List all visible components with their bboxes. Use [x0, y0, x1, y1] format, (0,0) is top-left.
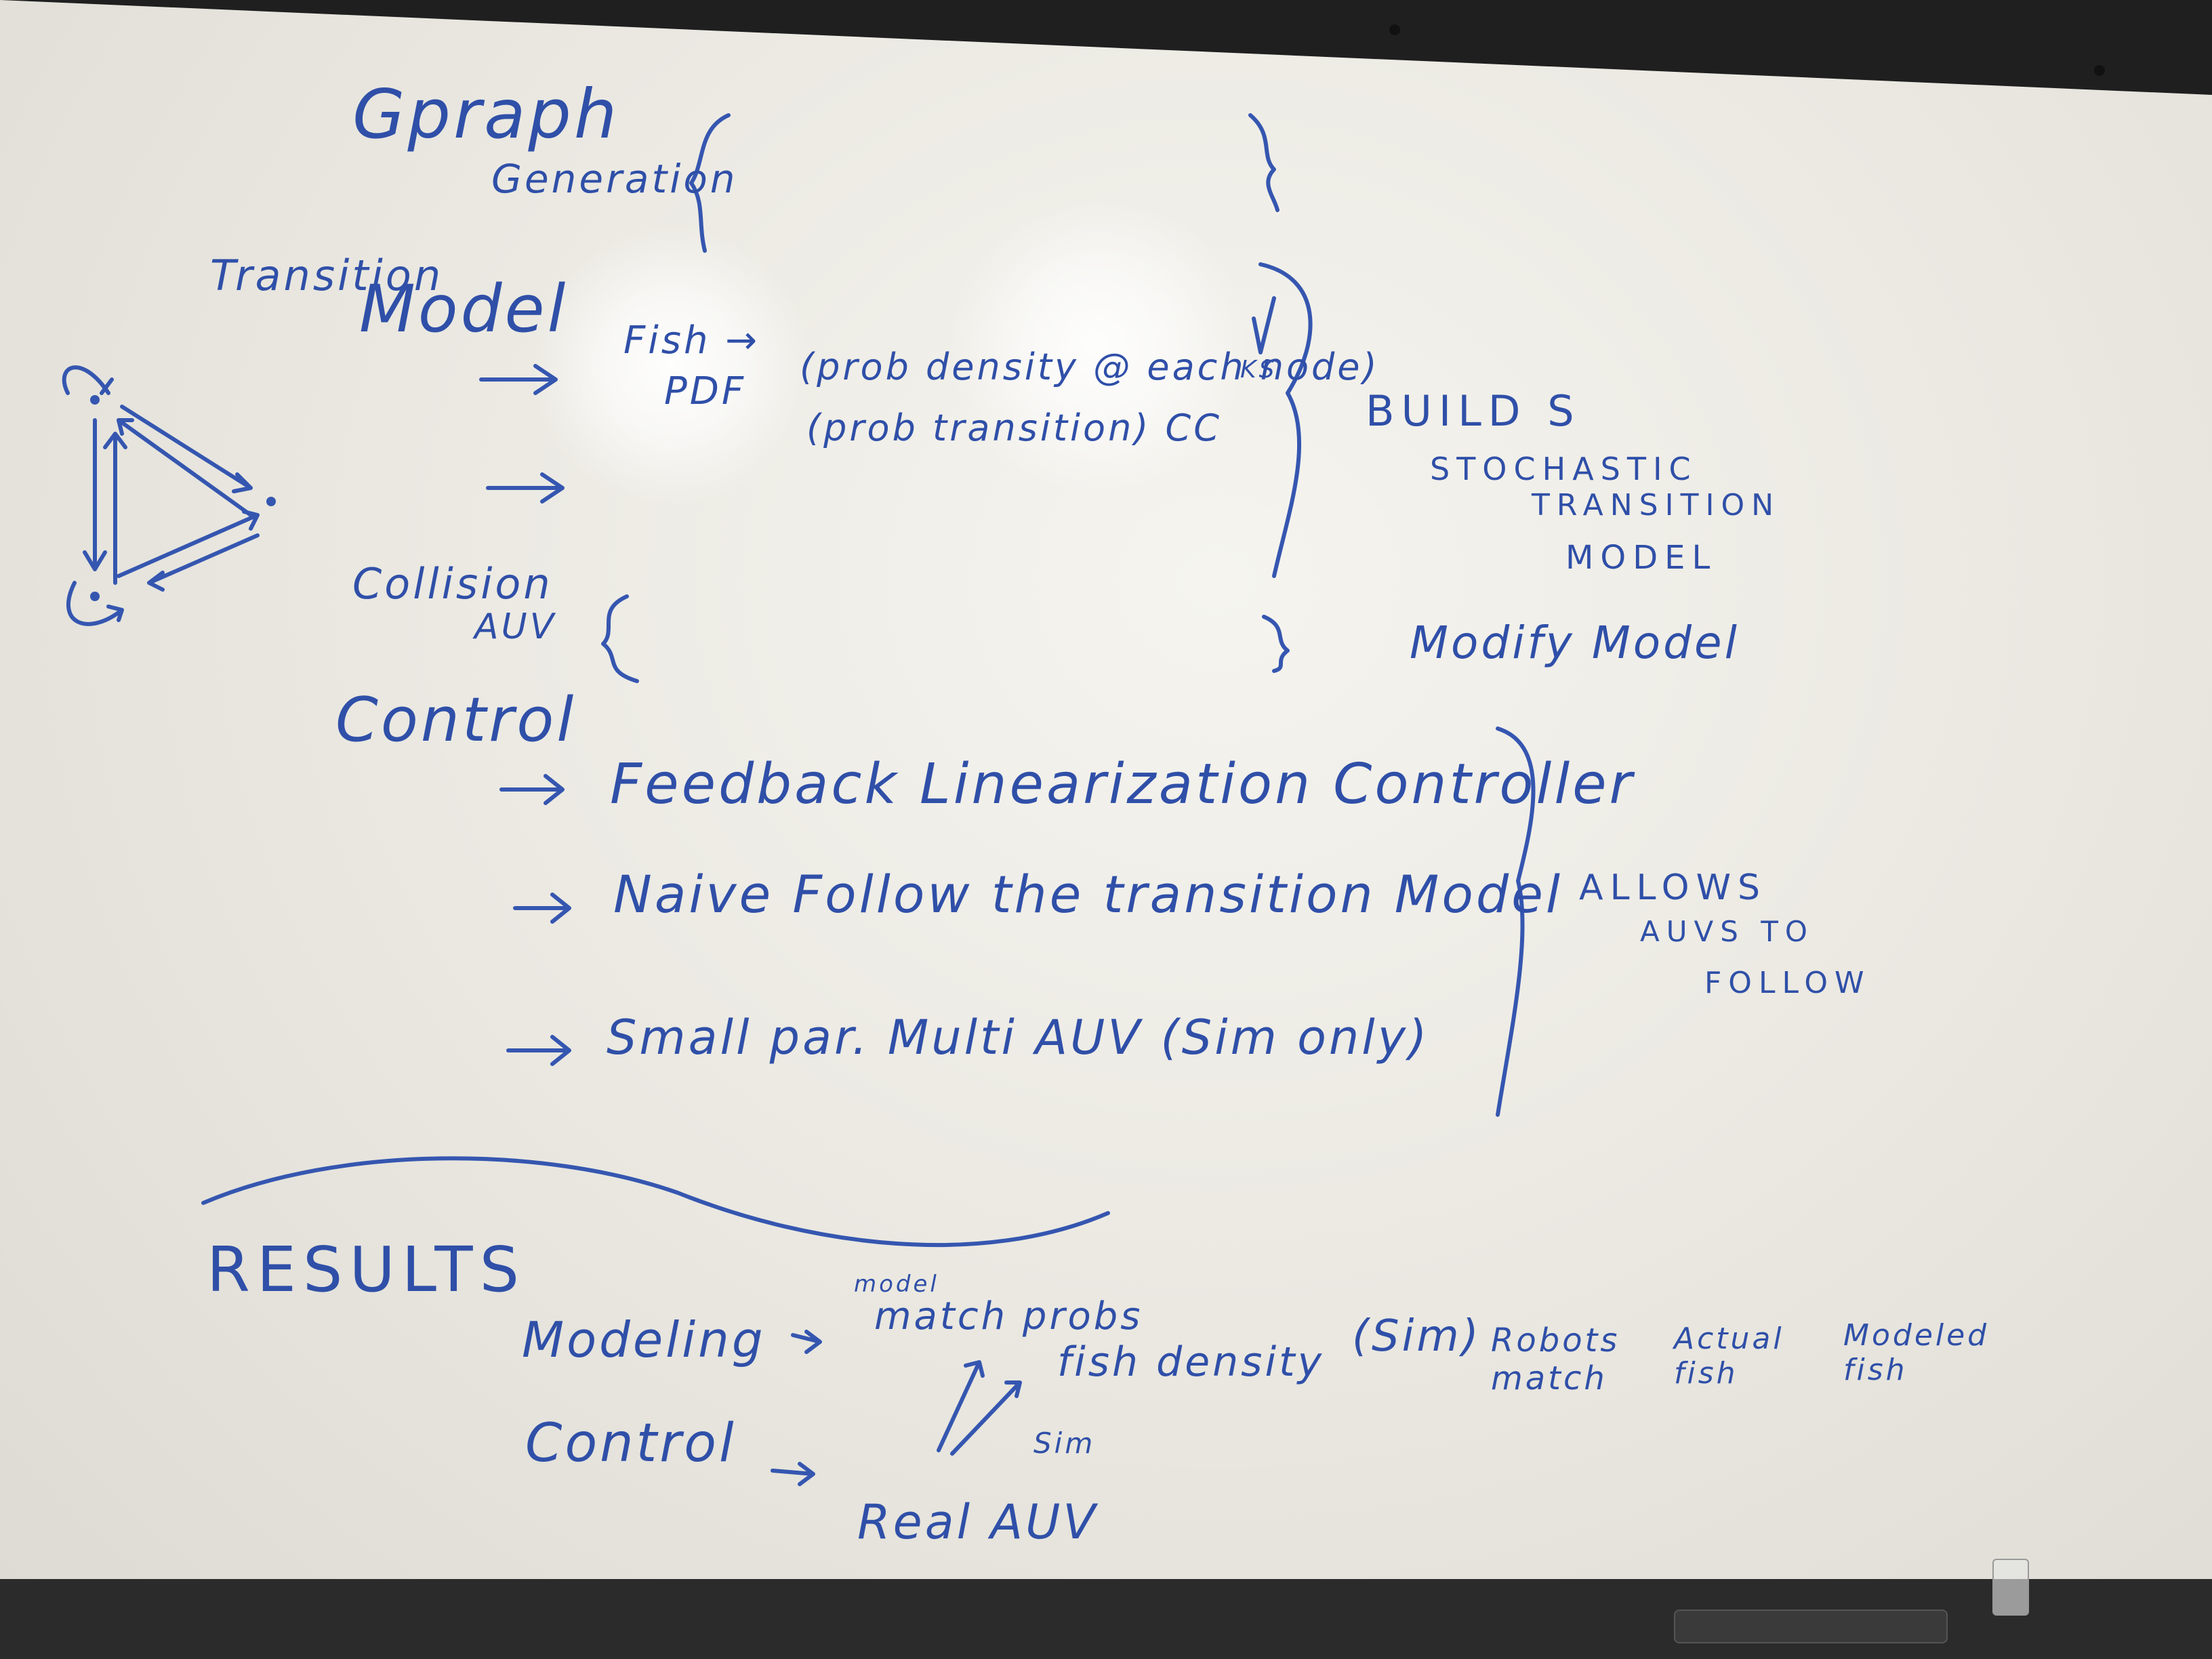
- collision-heading: Collision: [352, 559, 553, 609]
- auv-label: AUV: [474, 607, 557, 647]
- real-auv-text: Real AUV: [857, 1494, 1099, 1550]
- pdf-label: PDF: [664, 369, 747, 413]
- dry-erase-marker[interactable]: [1674, 1610, 1948, 1643]
- generation-heading: Generation: [491, 156, 738, 202]
- fish-label: Fish →: [623, 319, 760, 363]
- allows-text: ALLOWS: [1579, 867, 1767, 908]
- actual-fish-text: Actual fish: [1674, 1322, 1784, 1391]
- model-caps-text: MODEL: [1565, 539, 1717, 577]
- light-glare: [935, 203, 1261, 488]
- results-heading: RESULTS: [207, 1233, 526, 1306]
- robots-match-text: Robots match: [1491, 1322, 1620, 1397]
- whiteboard-frame-top: [0, 0, 2212, 95]
- match-probs-text: match probs: [874, 1294, 1143, 1338]
- model-heading: Model: [359, 271, 569, 347]
- transition-label: Transition: [210, 251, 444, 300]
- sim-paren-text: (Sim): [1352, 1311, 1481, 1361]
- transition-caps-text: TRANSITION: [1532, 488, 1780, 523]
- sim-small-label: Sim: [1033, 1427, 1096, 1460]
- follow-text: FOLLOW: [1704, 966, 1871, 1000]
- small-par-item: Small par. Multi AUV (Sim only): [607, 1010, 1430, 1065]
- modeled-fish-text: Modeled fish: [1843, 1318, 1990, 1387]
- feedback-item: Feedback Linearization Controller: [610, 752, 1635, 817]
- light-glare: [529, 224, 813, 508]
- control-results-label: Control: [525, 1413, 737, 1474]
- cup: [1992, 1559, 2029, 1616]
- modify-model-text: Modify Model: [1410, 617, 1740, 669]
- prob-transition-text: (prob transition) CC: [806, 407, 1222, 449]
- model-small-label: model: [854, 1271, 939, 1298]
- auvs-to-text: AUVS TO: [1640, 915, 1814, 948]
- fish-density-text: fish density: [1057, 1338, 1325, 1386]
- build-s-text: BUILD S: [1366, 386, 1581, 436]
- modeling-label: Modeling: [522, 1311, 766, 1368]
- control-heading: Control: [335, 684, 577, 756]
- stochastic-text: STOCHASTIC: [1430, 451, 1698, 487]
- prob-density-text: (prob density @ each node): [800, 346, 1380, 388]
- graph-heading: Gpraph: [352, 75, 620, 154]
- ks-label: KS: [1240, 356, 1277, 384]
- naive-item: Naive Follow the transition Model: [613, 864, 1563, 924]
